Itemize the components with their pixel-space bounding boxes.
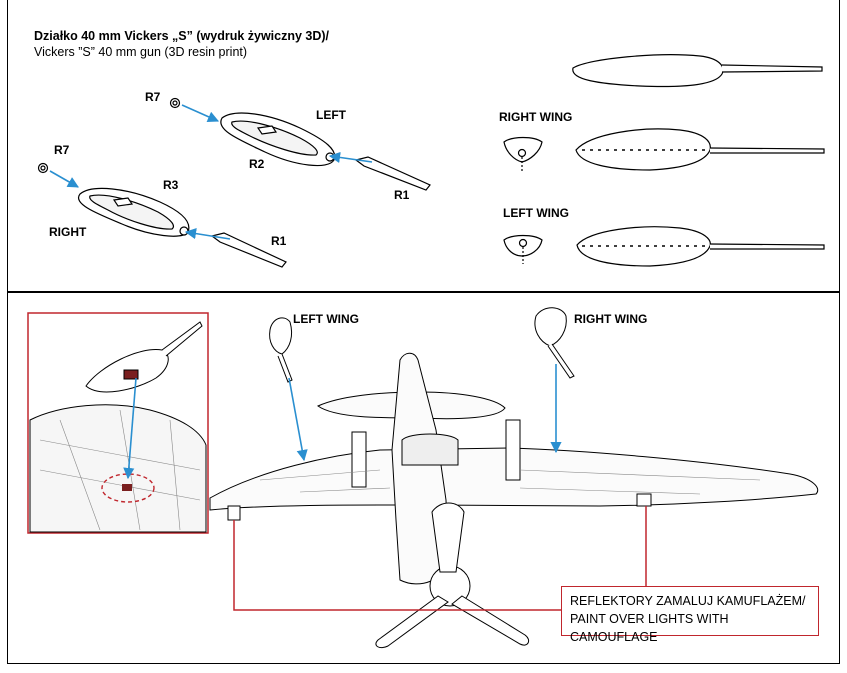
right-gun-barrel-R1 bbox=[210, 232, 287, 268]
light-callout-ellipse bbox=[101, 473, 155, 503]
part-label-R7-left: R7 bbox=[145, 90, 161, 104]
install-label-left-wing: LEFT WING bbox=[293, 312, 359, 326]
title-english: Vickers ”S” 40 mm gun (3D resin print) bbox=[34, 45, 248, 59]
inset-arrow bbox=[123, 377, 137, 480]
aircraft-underside bbox=[209, 352, 819, 649]
side-view-pod bbox=[572, 54, 823, 88]
right-wing-front-view bbox=[503, 136, 543, 172]
bottom-right-wing-gun bbox=[534, 307, 575, 379]
side-label-left: LEFT bbox=[316, 108, 346, 122]
part-label-R7-right: R7 bbox=[54, 143, 70, 157]
arrow-R1-to-right-pod bbox=[184, 228, 231, 240]
arrow-R7-to-left-pod bbox=[181, 104, 220, 123]
view-label-right-wing: RIGHT WING bbox=[499, 110, 573, 124]
left-wing-front-view bbox=[503, 234, 543, 264]
side-label-right: RIGHT bbox=[49, 225, 87, 239]
install-label-right-wing: RIGHT WING bbox=[574, 312, 648, 326]
left-gun-barrel-R1 bbox=[354, 156, 431, 191]
part-label-R1-left: R1 bbox=[394, 188, 410, 202]
part-label-R1-right: R1 bbox=[271, 234, 287, 248]
left-gun-cap-R7 bbox=[169, 97, 181, 109]
note-line-english: PAINT OVER LIGHTS WITH CAMOUFLAGE bbox=[570, 612, 729, 644]
detail-inset-drawing bbox=[29, 321, 207, 533]
title-polish: Działko 40 mm Vickers „S” (wydruk żywicz… bbox=[34, 29, 330, 43]
arrow-left-wing-gun bbox=[288, 377, 308, 462]
part-label-R2: R2 bbox=[249, 157, 265, 171]
right-gun-pod bbox=[77, 187, 190, 237]
left-gun-pod bbox=[220, 112, 336, 167]
arrow-R7-to-right-pod bbox=[49, 170, 79, 188]
right-gun-cap-R7 bbox=[37, 162, 49, 174]
light-mark bbox=[122, 484, 132, 491]
right-wing-top-view bbox=[575, 128, 825, 171]
left-wing-top-view bbox=[576, 226, 825, 267]
camouflage-note: REFLEKTORY ZAMALUJ KAMUFLAŻEM/ PAINT OVE… bbox=[561, 586, 819, 644]
bottom-left-wing-gun bbox=[269, 317, 293, 383]
view-label-left-wing: LEFT WING bbox=[503, 206, 569, 220]
callout-leader-left bbox=[233, 520, 561, 611]
part-label-R3: R3 bbox=[163, 178, 179, 192]
arrow-R1-to-left-pod bbox=[328, 151, 373, 163]
note-line-polish: REFLEKTORY ZAMALUJ KAMUFLAŻEM/ bbox=[570, 594, 806, 608]
